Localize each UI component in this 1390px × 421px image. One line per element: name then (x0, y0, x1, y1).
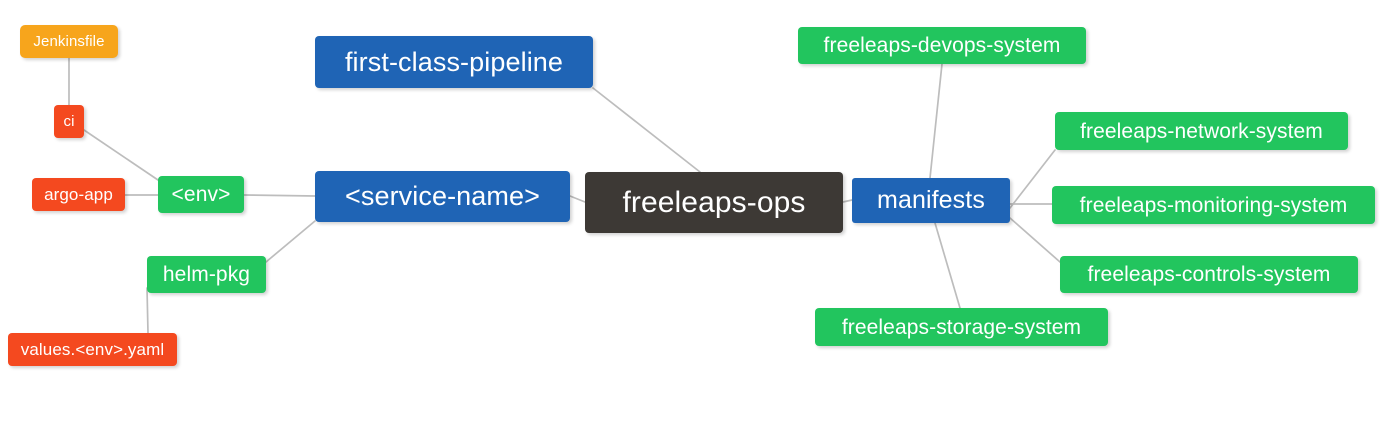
edge-freeleaps-ops-to-service-name (569, 195, 586, 203)
mindmap-node-manifests[interactable]: manifests (852, 178, 1010, 223)
mindmap-node-label: manifests (877, 186, 985, 214)
mindmap-node-jenkinsfile[interactable]: Jenkinsfile (20, 25, 118, 58)
edge-freeleaps-ops-to-manifests (842, 199, 853, 203)
mindmap-node-freeleaps-controls-system[interactable]: freeleaps-controls-system (1060, 256, 1358, 293)
mindmap-node-label: <service-name> (345, 181, 540, 211)
edge-service-name-to-helm-pkg (265, 220, 316, 263)
edge-freeleaps-ops-to-first-class-pipeline (592, 87, 701, 173)
edge-helm-pkg-to-values-env-yaml (146, 287, 149, 334)
mindmap-node-env[interactable]: <env> (158, 176, 244, 213)
mindmap-node-label: <env> (171, 183, 231, 206)
edge-service-name-to-env (243, 194, 316, 197)
mindmap-node-label: freeleaps-controls-system (1087, 263, 1331, 286)
mindmap-node-label: argo-app (44, 185, 113, 204)
mindmap-node-freeleaps-storage-system[interactable]: freeleaps-storage-system (815, 308, 1108, 346)
edge-manifests-to-freeleaps-storage-system (934, 222, 961, 309)
mindmap-node-label: ci (63, 113, 75, 130)
mindmap-node-service-name[interactable]: <service-name> (315, 171, 570, 222)
mindmap-node-label: freeleaps-storage-system (841, 315, 1082, 339)
mindmap-node-freeleaps-devops-system[interactable]: freeleaps-devops-system (798, 27, 1086, 64)
mindmap-node-freeleaps-ops[interactable]: freeleaps-ops (585, 172, 843, 233)
edge-env-to-ci (83, 129, 159, 181)
mindmap-node-label: Jenkinsfile (33, 33, 105, 50)
mindmap-node-label: freeleaps-ops (622, 185, 806, 219)
mindmap-node-freeleaps-monitoring-system[interactable]: freeleaps-monitoring-system (1052, 186, 1375, 224)
mindmap-node-label: freeleaps-monitoring-system (1079, 193, 1348, 217)
mindmap-node-label: freeleaps-network-system (1080, 119, 1323, 143)
edge-manifests-to-freeleaps-devops-system (929, 63, 943, 179)
mindmap-node-label: first-class-pipeline (344, 46, 564, 77)
mindmap-node-freeleaps-network-system[interactable]: freeleaps-network-system (1055, 112, 1348, 150)
mindmap-node-label: freeleaps-devops-system (823, 34, 1061, 57)
mindmap-node-ci[interactable]: ci (54, 105, 84, 138)
mindmap-node-argo-app[interactable]: argo-app (32, 178, 125, 211)
edge-manifests-to-freeleaps-network-system (1009, 149, 1056, 209)
mindmap-node-label: values.<env>.yaml (20, 340, 165, 359)
mindmap-node-first-class-pipeline[interactable]: first-class-pipeline (315, 36, 593, 88)
edge-manifests-to-freeleaps-controls-system (1009, 217, 1061, 263)
mindmap-node-values-env-yaml[interactable]: values.<env>.yaml (8, 333, 177, 366)
mindmap-node-label: helm-pkg (162, 263, 251, 286)
mindmap-node-helm-pkg[interactable]: helm-pkg (147, 256, 266, 293)
